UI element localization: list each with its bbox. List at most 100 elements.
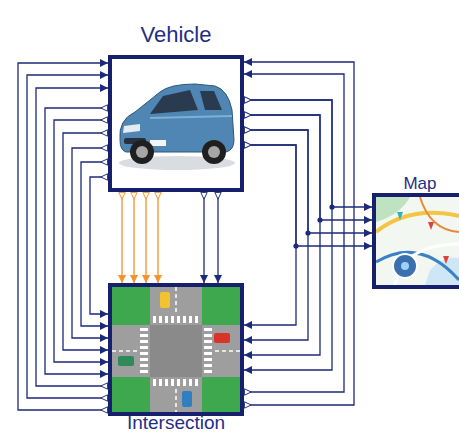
signal-connector <box>36 88 108 386</box>
signal-connector <box>90 177 108 314</box>
signal-connector <box>63 133 108 350</box>
intersection-illustration-part-part <box>140 370 148 373</box>
intersection-illustration-part-part <box>140 346 148 349</box>
block-title: Map <box>403 175 436 194</box>
junction-dot <box>305 230 310 235</box>
signal-connector <box>72 148 108 338</box>
signal-connector <box>54 120 108 362</box>
map-illustration-part <box>376 252 459 280</box>
signal-connector <box>157 192 158 283</box>
intersection-illustration-part-part <box>183 379 186 386</box>
car-illustration-part <box>150 140 166 146</box>
intersection-illustration-part-part <box>204 334 212 337</box>
map-illustration-part <box>397 212 403 220</box>
car-illustration <box>112 59 240 188</box>
intersection-illustration-part-part <box>153 316 156 323</box>
intersection-illustration-part-part <box>140 352 148 355</box>
map-illustration-part <box>428 222 434 230</box>
intersection-illustration-part-part <box>189 316 192 323</box>
intersection-illustration-part <box>112 287 240 412</box>
car-illustration-part <box>202 140 226 164</box>
intersection-illustration-part-part <box>153 379 156 386</box>
signal-connector <box>244 145 372 246</box>
map-illustration-part <box>376 197 459 285</box>
intersection-illustration-part <box>150 287 202 412</box>
intersection-illustration-part-part <box>159 316 162 323</box>
map-illustration-part <box>420 197 459 232</box>
intersection-illustration-part-part <box>112 350 137 352</box>
intersection-illustration-part-part <box>195 316 198 323</box>
signal-connector <box>217 192 218 283</box>
intersection-illustration-part <box>160 292 170 308</box>
intersection-illustration <box>112 287 240 412</box>
intersection-illustration-part <box>214 333 230 343</box>
signal-connector <box>45 108 108 374</box>
intersection-illustration-part-part <box>177 316 180 323</box>
intersection-illustration-part-part <box>204 370 212 373</box>
block-box: Map <box>372 193 459 289</box>
block-box: Intersection <box>108 283 244 416</box>
signal-connector <box>27 75 108 398</box>
intersection-illustration-part-part <box>175 389 177 412</box>
junction-dot <box>317 217 322 222</box>
intersection-illustration-part-part <box>159 379 162 386</box>
signal-connector <box>244 130 308 340</box>
intersection-illustration-part <box>140 316 212 386</box>
intersection-illustration-part-part <box>204 346 212 349</box>
intersection-illustration-part <box>118 356 134 366</box>
car-illustration-part <box>208 146 220 158</box>
intersection-illustration-part-part <box>140 334 148 337</box>
intersection-illustration-part-part <box>177 379 180 386</box>
intersection-illustration-part <box>112 287 240 412</box>
signal-connector <box>244 100 332 370</box>
block-title: Vehicle <box>141 23 212 47</box>
signal-connector <box>244 145 296 325</box>
junction-dot <box>329 204 334 209</box>
intersection-illustration-part-part <box>204 328 212 331</box>
junction-dot <box>293 243 298 248</box>
car-illustration-part <box>150 90 198 114</box>
car-illustration-part <box>112 59 240 188</box>
signal-connector <box>121 192 122 283</box>
block-title: Intersection <box>127 413 225 434</box>
signal-connector <box>133 192 134 283</box>
car-illustration-part <box>150 116 232 118</box>
intersection-illustration-part-part <box>140 328 148 331</box>
intersection-illustration-part-part <box>204 340 212 343</box>
map-illustration-part <box>443 256 449 264</box>
block-box: Vehicle <box>108 55 244 192</box>
car-illustration-part <box>130 140 154 164</box>
intersection-illustration-part <box>182 391 192 407</box>
intersection-illustration-part-part <box>204 364 212 367</box>
map-illustration <box>376 197 459 285</box>
signal-connector <box>145 192 146 283</box>
intersection-illustration-part-part <box>140 364 148 367</box>
map-illustration-part <box>393 254 417 278</box>
car-illustration-part <box>136 146 148 158</box>
intersection-illustration-part-part <box>171 379 174 386</box>
signal-connector <box>203 192 204 283</box>
intersection-illustration-part-part <box>165 316 168 323</box>
signal-connector <box>81 162 108 326</box>
intersection-illustration-part <box>150 325 202 377</box>
intersection-illustration-part-part <box>189 379 192 386</box>
signal-connector <box>18 63 108 410</box>
car-illustration-part <box>200 91 222 110</box>
car-illustration-part <box>123 124 140 133</box>
intersection-illustration-part-part <box>215 350 240 352</box>
intersection-illustration-part-part <box>204 358 212 361</box>
intersection-illustration-part-part <box>195 379 198 386</box>
intersection-illustration-part-part <box>204 352 212 355</box>
intersection-illustration-part-part <box>140 340 148 343</box>
intersection-illustration-part-part <box>175 287 177 313</box>
intersection-illustration-part <box>112 325 240 377</box>
intersection-illustration-part-part <box>140 358 148 361</box>
intersection-illustration-part-part <box>171 316 174 323</box>
map-illustration-part <box>401 262 409 270</box>
intersection-illustration-part-part <box>183 316 186 323</box>
intersection-illustration-part-part <box>165 379 168 386</box>
map-illustration-part <box>425 258 459 286</box>
